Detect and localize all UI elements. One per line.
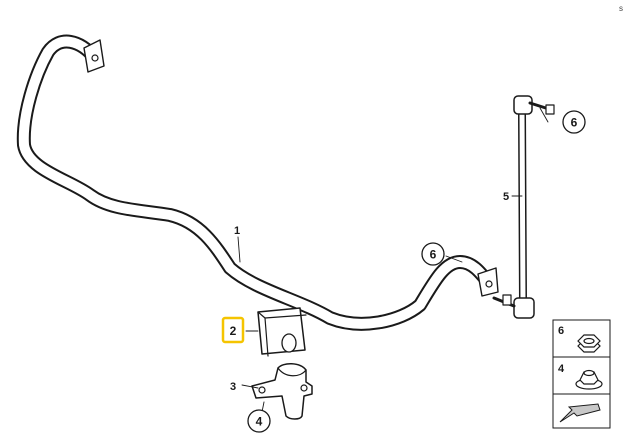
callout-5: 5 [503,191,509,203]
stabilizer-bar[interactable] [16,34,499,331]
callout-1: 1 [234,225,240,237]
callout-6-top: 6 [571,116,578,130]
legend-panel: 6 4 [552,319,611,429]
circled-callout-6-mid: 6 [421,242,445,266]
rubber-mounting[interactable] [257,307,307,357]
callout-6-mid: 6 [430,248,437,262]
direction-arrow-icon [559,403,601,423]
callout-2: 2 [230,324,237,338]
circled-callout-6-top: 6 [562,110,586,134]
callout-4: 4 [256,415,263,429]
corner-mark: s [619,4,623,13]
leader-lines [237,107,549,413]
stabilizer-link[interactable] [492,95,555,319]
flange-nut-icon [575,369,603,390]
highlight-box [221,316,245,344]
legend-label-6: 6 [558,325,564,337]
stabilizer-holder[interactable] [251,363,313,420]
callout-3: 3 [230,381,236,393]
hex-nut-icon [577,334,601,353]
circled-callout-4: 4 [247,409,271,433]
legend-label-4: 4 [558,363,565,375]
